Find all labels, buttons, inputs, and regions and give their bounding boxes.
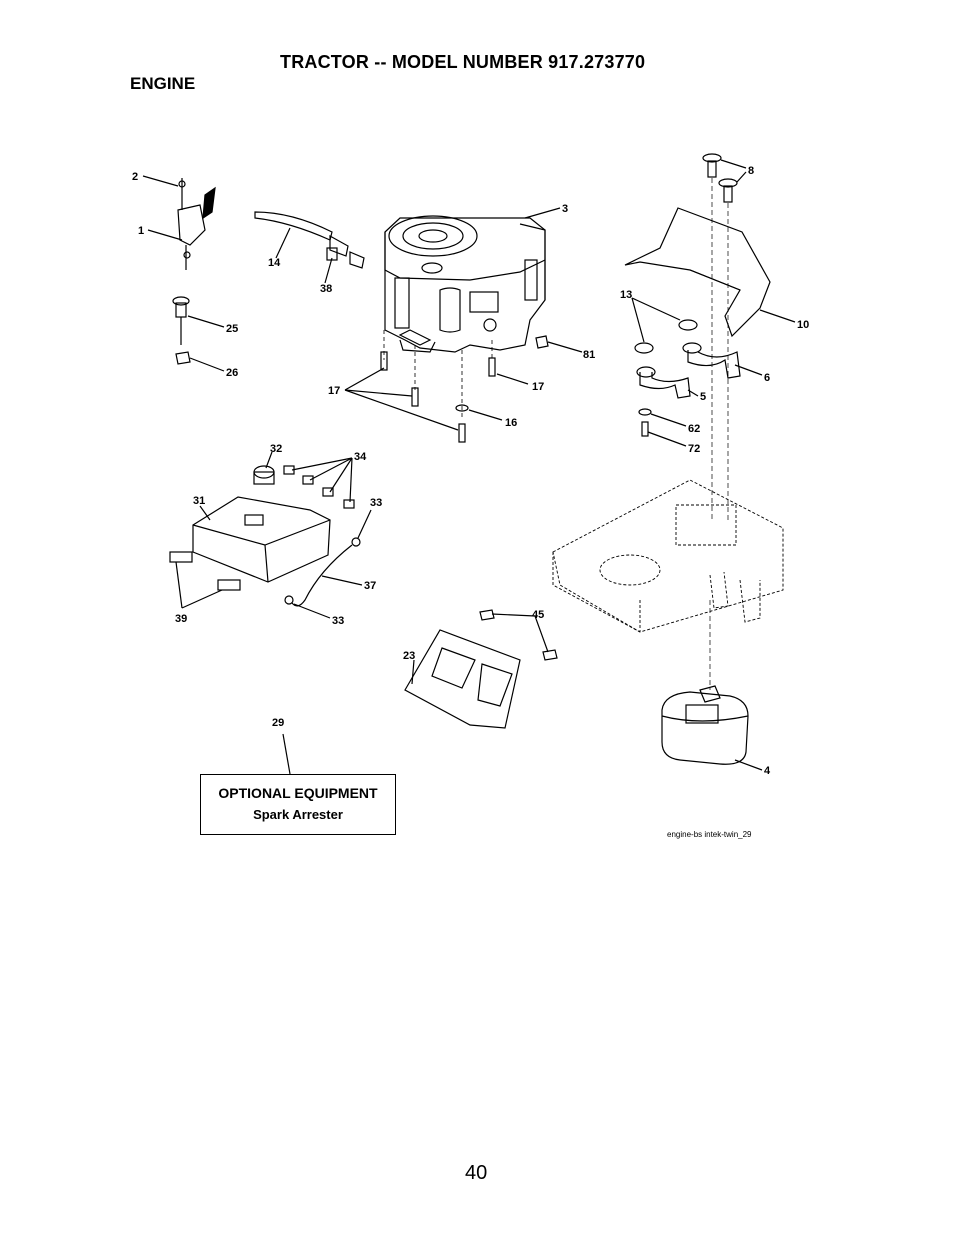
leader-line-2 xyxy=(142,175,179,187)
optional-equipment-item: Spark Arrester xyxy=(253,807,343,822)
base-plate-part xyxy=(404,609,558,729)
leader-line-37 xyxy=(321,575,363,586)
throttle-control-part xyxy=(177,178,216,270)
leader-line-45b xyxy=(534,615,549,653)
callout-23: 23 xyxy=(403,650,415,662)
optional-equipment-heading: OPTIONAL EQUIPMENT xyxy=(218,785,378,801)
callout-34: 34 xyxy=(354,451,367,463)
leader-line-3 xyxy=(524,207,561,219)
leader-line-62 xyxy=(650,413,687,427)
callout-6: 6 xyxy=(764,372,770,384)
callout-45: 45 xyxy=(532,609,544,621)
upper-bolts-part xyxy=(702,153,738,203)
callout-14: 14 xyxy=(268,257,281,269)
drawing-code: engine-bs intek-twin_29 xyxy=(667,830,752,839)
leader-line-8b xyxy=(736,171,747,183)
leader-line-13a xyxy=(631,297,645,343)
leader-line-17c xyxy=(344,389,459,431)
callout-72: 72 xyxy=(688,443,700,455)
callout-26: 26 xyxy=(226,367,238,379)
bolt-parts xyxy=(380,335,549,443)
callout-37: 37 xyxy=(364,580,376,592)
leader-line-6 xyxy=(734,364,763,376)
leader-line-72 xyxy=(647,431,687,447)
blower-housing-part xyxy=(169,465,361,607)
leader-line-81 xyxy=(547,341,583,353)
section-heading: ENGINE xyxy=(130,74,196,93)
heat-shield-part xyxy=(624,207,771,338)
callout-16: 16 xyxy=(505,417,517,429)
callout-29: 29 xyxy=(272,717,284,729)
leader-line-29 xyxy=(282,733,291,775)
page-number: 40 xyxy=(465,1162,488,1184)
callout-17b: 17 xyxy=(532,381,544,393)
leader-line-1 xyxy=(147,229,183,241)
engine-block-part xyxy=(384,215,546,353)
leader-line-5 xyxy=(687,389,699,397)
leader-line-32 xyxy=(265,451,273,469)
oil-drain-part xyxy=(172,296,191,365)
muffler-part xyxy=(661,685,749,765)
leader-line-14 xyxy=(275,227,291,259)
leader-line-16 xyxy=(468,409,503,421)
leader-line-8a xyxy=(720,159,747,169)
breather-hose-part xyxy=(254,211,365,269)
leader-line-17b xyxy=(344,389,413,397)
leader-line-34c xyxy=(329,457,353,493)
callout-8: 8 xyxy=(748,165,754,177)
leader-line-17d xyxy=(496,373,529,385)
leader-line-45a xyxy=(491,613,536,617)
leader-line-33a xyxy=(357,509,372,539)
assembly-centerlines xyxy=(709,178,729,690)
callout-10: 10 xyxy=(797,319,809,331)
leader-line-34a xyxy=(291,457,353,471)
callout-33a: 33 xyxy=(370,497,382,509)
exhaust-pipe-part xyxy=(634,319,741,399)
leader-line-39a xyxy=(175,561,183,609)
callout-17a: 17 xyxy=(328,385,340,397)
callout-5: 5 xyxy=(700,391,706,403)
callout-38: 38 xyxy=(320,283,332,295)
leader-line-38 xyxy=(324,257,333,284)
leader-line-31 xyxy=(199,505,211,521)
callout-25: 25 xyxy=(226,323,238,335)
leader-line-17a xyxy=(344,367,385,391)
tractor-frame-part xyxy=(552,479,784,633)
leader-line-33b xyxy=(293,603,331,619)
leader-line-4 xyxy=(734,759,763,771)
callout-4: 4 xyxy=(764,765,771,777)
leader-line-34b xyxy=(309,457,353,481)
engine-mount-bolts xyxy=(383,330,493,420)
callout-13: 13 xyxy=(620,289,632,301)
leader-line-25 xyxy=(187,315,225,328)
callout-39: 39 xyxy=(175,613,187,625)
callout-1: 1 xyxy=(138,225,144,237)
callout-81: 81 xyxy=(583,349,595,361)
callout-33b: 33 xyxy=(332,615,344,627)
muffler-fasteners-part xyxy=(638,408,652,437)
optional-equipment-box: OPTIONAL EQUIPMENT Spark Arrester xyxy=(200,774,396,835)
callout-32: 32 xyxy=(270,443,282,455)
page-title: TRACTOR -- MODEL NUMBER 917.273770 xyxy=(280,52,646,72)
leader-line-26 xyxy=(189,357,225,372)
callout-2: 2 xyxy=(132,171,138,183)
leader-line-39b xyxy=(181,589,223,609)
callout-3: 3 xyxy=(562,203,568,215)
leader-line-23 xyxy=(411,659,415,685)
leader-line-34d xyxy=(349,457,353,503)
callout-31: 31 xyxy=(193,495,205,507)
leader-line-10 xyxy=(759,309,796,323)
callout-62: 62 xyxy=(688,423,700,435)
leader-line-13b xyxy=(631,297,681,321)
